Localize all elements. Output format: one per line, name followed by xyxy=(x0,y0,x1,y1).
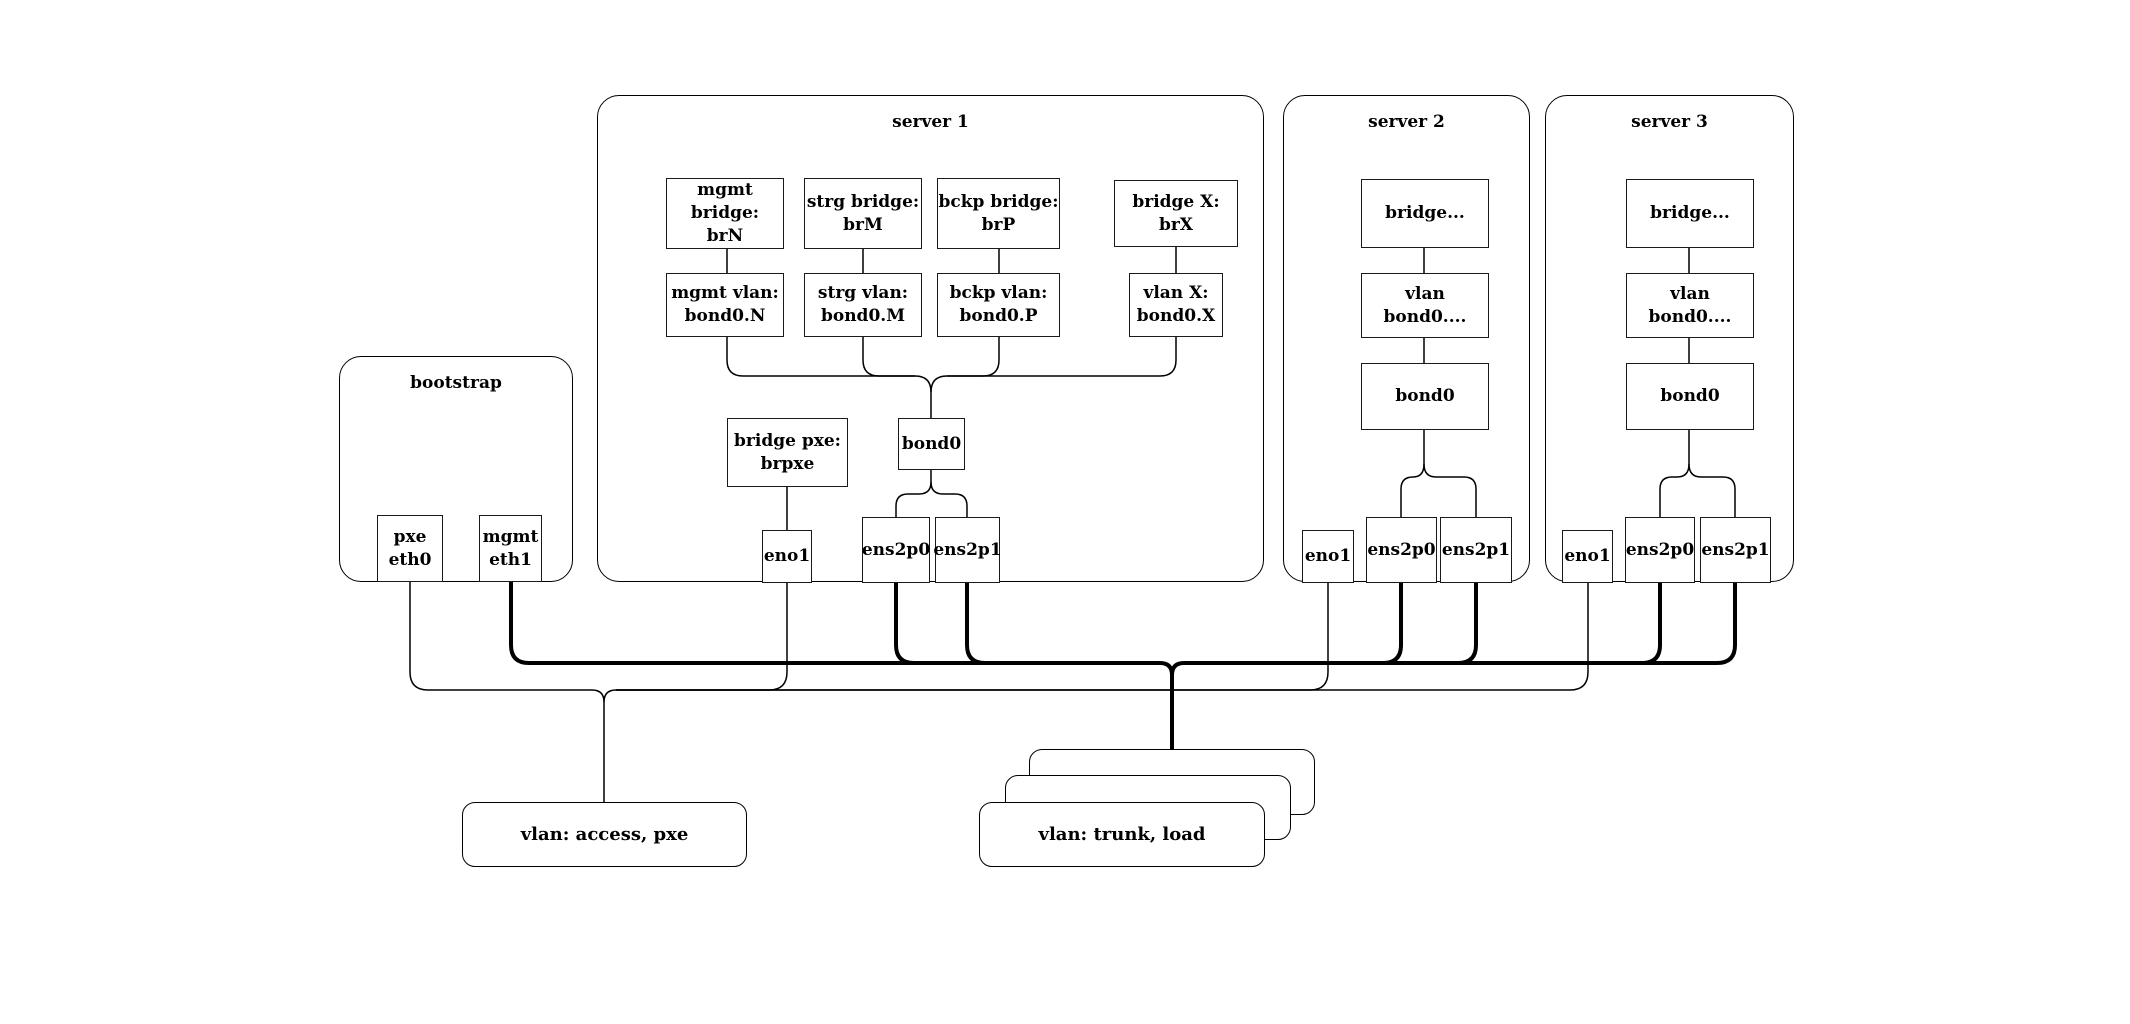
server2-node-bond0: bond0 xyxy=(1361,363,1489,430)
bootstrap-container: bootstrap xyxy=(339,356,573,582)
server3-node-ens2p0: ens2p0 xyxy=(1625,517,1695,583)
server2-container: server 2 xyxy=(1283,95,1530,582)
server1-node-ens2p0: ens2p0 xyxy=(862,517,930,583)
server3-node-vlan: vlan bond0.... xyxy=(1626,273,1754,338)
server1-node-ens2p1: ens2p1 xyxy=(933,517,1002,583)
thick-wires xyxy=(509,582,1737,749)
server1-container: server 1 xyxy=(597,95,1264,582)
server1-node-strg-vlan: strg vlan: bond0.M xyxy=(804,273,922,337)
server2-node-vlan: vlan bond0.... xyxy=(1361,273,1489,338)
bootstrap-node-pxe-eth0: pxe eth0 xyxy=(377,515,443,582)
server1-node-strg-bridge: strg bridge: brM xyxy=(804,178,922,249)
bootstrap-node-mgmt-eth1: mgmt eth1 xyxy=(479,515,542,582)
server3-node-bridge: bridge... xyxy=(1626,179,1754,248)
network-access-pxe-box: vlan: access, pxe xyxy=(462,802,747,867)
server1-node-bridge-pxe: bridge pxe: brpxe xyxy=(727,418,848,487)
server1-node-eno1: eno1 xyxy=(762,530,812,583)
server1-node-bckp-vlan: bckp vlan: bond0.P xyxy=(937,273,1060,337)
thin-wires xyxy=(409,247,1736,802)
server1-node-bond0: bond0 xyxy=(898,418,965,470)
server3-container: server 3 xyxy=(1545,95,1794,582)
network-trunk-load-box: vlan: trunk, load xyxy=(979,802,1265,867)
server1-node-mgmt-vlan: mgmt vlan: bond0.N xyxy=(666,273,784,337)
server2-node-bridge: bridge... xyxy=(1361,179,1489,248)
server2-node-eno1: eno1 xyxy=(1302,530,1354,583)
server2-title: server 2 xyxy=(1368,112,1445,132)
server1-node-mgmt-bridge: mgmt bridge: brN xyxy=(666,178,784,249)
server1-node-bckp-bridge: bckp bridge: brP xyxy=(937,178,1060,249)
server3-node-eno1: eno1 xyxy=(1562,530,1613,583)
server3-node-bond0: bond0 xyxy=(1626,363,1754,430)
bootstrap-title: bootstrap xyxy=(410,373,502,393)
server2-node-ens2p1: ens2p1 xyxy=(1440,517,1512,583)
server3-title: server 3 xyxy=(1631,112,1708,132)
server3-node-ens2p1: ens2p1 xyxy=(1700,517,1771,583)
server1-node-vlan-x: vlan X: bond0.X xyxy=(1129,273,1223,337)
server1-title: server 1 xyxy=(892,112,969,132)
server2-node-ens2p0: ens2p0 xyxy=(1366,517,1437,583)
server1-node-bridge-x: bridge X: brX xyxy=(1114,180,1238,247)
